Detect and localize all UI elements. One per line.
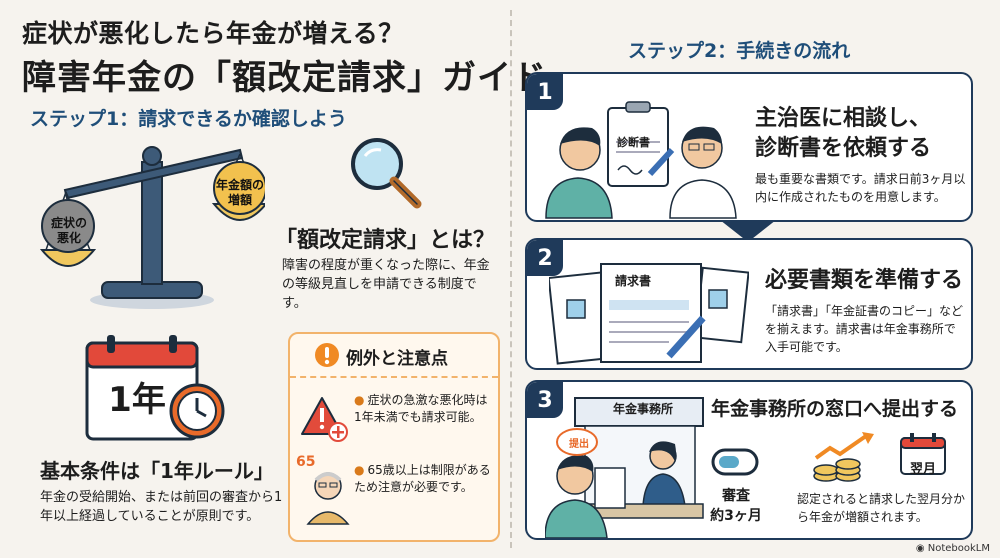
balance-scale-icon [40,146,265,309]
caution-item-1: ●症状の急激な悪化時は1年未満でも請求可能。 [354,393,488,424]
scale-left-label: 症状の 悪化 [50,216,87,245]
page-title-line2: 障害年金の「額改定請求」ガイド [22,58,547,98]
what-description: 障害の程度が重くなった際に、年金の等級見直しを申請できる制度です。 [282,258,490,311]
exclamation-icon [315,343,339,367]
doc-label-request: 請求書 [615,274,652,288]
page-title-line1: 症状が悪化したら年金が増える？ [22,19,404,48]
next-month-label: 翌月 [909,462,936,477]
column-divider [510,10,512,548]
basic-heading: 基本条件は「1年ルール」 [40,459,274,483]
what-heading: 「額改定請求」とは？ [275,228,496,253]
submit-bubble-label: 提出 [569,439,589,450]
card2-text: 「請求書」「年金証書のコピー」などを揃えます。請求書は年金事務所で入手可能です。 [765,304,964,354]
brand-label: ◉ NotebookLM [915,543,990,554]
brand-icon: ◉ [915,543,928,554]
step1-heading: ステップ1：請求できるか確認しよう [30,108,347,130]
office-label: 年金事務所 [612,402,673,416]
caution-title: 例外と注意点 [346,349,448,369]
documents-icon [549,263,749,365]
step-connector-arrow-icon [720,220,776,242]
pension-office-icon [545,397,704,538]
review-period: 審査 約3ヶ月 [710,488,762,524]
caution-box: 例外と注意点 ●症状の急激な悪化時は1年未満でも請求可能。 65 ●65歳以上は… [288,332,500,542]
calendar-text: 1年 [108,380,166,420]
step2-heading: ステップ2：手続きの流れ [628,40,851,62]
calendar-next-month-icon [900,433,946,475]
step-number-2: 2 [527,240,563,276]
card1-heading: 主治医に相談し、 診断書を依頼する [755,106,932,161]
coins-growth-icon [813,432,874,482]
warning-icon [301,397,348,442]
caution-header [290,334,498,378]
step-number-1: 1 [527,74,563,110]
magnifier-icon [351,138,422,209]
card1-text: 最も重要な書類です。請求日前3ヶ月以内に作成されたものを用意します。 [755,172,966,204]
step-number-3: 3 [527,382,563,418]
age-label: 65 [296,454,316,470]
scale-right-label: 年金額の 増額 [215,178,264,207]
doc-label-diagnosis: 診断書 [617,136,650,149]
progress-timer-icon [711,448,759,476]
step-card-2: 2 請求書 必要書類を準備する 「請求書」「年金証書のコピー」などを揃えます。請… [525,238,973,370]
elderly-person-icon [306,472,350,525]
card2-heading: 必要書類を準備する [765,268,964,293]
calendar-icon [85,335,225,441]
caution-item-2: ●65歳以上は制限があるため注意が必要です。 [354,463,491,494]
doctor-consultation-icon [545,101,737,219]
card3-text: 認定されると請求した翌月分から年金が増額されます。 [797,492,966,524]
basic-description: 年金の受給開始、または前回の審査から1年以上経過していることが原則です。 [40,490,283,524]
step-card-1: 1 診断書 主治医に相談し、 診断書を依頼する 最も重要な書類です。請求日前3ヶ… [525,72,973,222]
card3-heading: 年金事務所の窓口へ提出する [711,398,959,420]
step-card-3: 3 年金事務所 提出 年金事務所の窓口へ提出する 審査 約3ヶ月 [525,380,973,540]
